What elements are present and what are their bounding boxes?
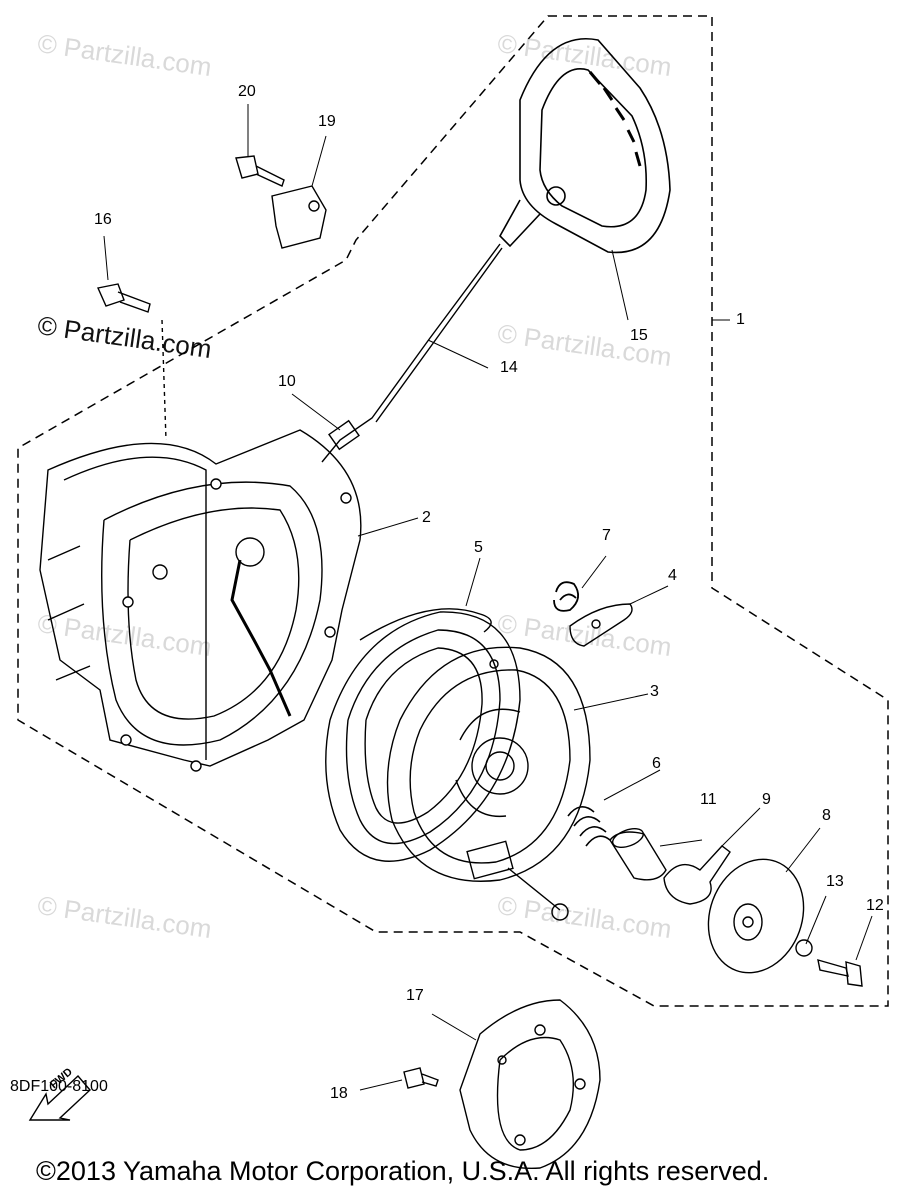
callout-10: 10: [278, 373, 296, 390]
fwd-arrow: [28, 1074, 91, 1121]
bolt-18: [403, 1067, 439, 1089]
callout-19: 19: [318, 113, 336, 130]
callout-9: 9: [762, 791, 771, 808]
callout-2: 2: [422, 509, 431, 526]
small-spring: [553, 581, 580, 612]
callout-18: 18: [330, 1085, 348, 1102]
callout-13: 13: [826, 873, 844, 890]
washer: [795, 939, 813, 957]
diagram-code: 8DF100-8100: [10, 1078, 108, 1095]
bolt-12: [817, 959, 863, 987]
drive-plate: [663, 845, 731, 905]
collar: [609, 828, 667, 881]
rope-guide: [328, 419, 360, 451]
leader-lines: [103, 104, 873, 1091]
callout-17: 17: [406, 987, 424, 1004]
rope-handle: [499, 38, 671, 254]
reel-pulley: [386, 646, 591, 921]
callout-16: 16: [94, 211, 112, 228]
callout-3: 3: [650, 683, 659, 700]
callout-1: 1: [736, 311, 745, 328]
bolt-16: [97, 283, 167, 441]
starter-case: [39, 429, 362, 772]
callout-12: 12: [866, 897, 884, 914]
copyright-notice: ©2013 Yamaha Motor Corporation, U.S.A. A…: [36, 1156, 770, 1186]
plate-19: [271, 185, 327, 249]
callout-8: 8: [822, 807, 831, 824]
spiral-spring: [325, 608, 521, 862]
callout-11: 11: [700, 791, 717, 808]
bolt-20: [235, 155, 285, 187]
cover-plate: [707, 858, 805, 974]
callout-6: 6: [652, 755, 661, 772]
callout-15: 15: [630, 327, 648, 344]
callout-7: 7: [602, 527, 611, 544]
callout-14: 14: [500, 359, 518, 376]
starter-rope: [321, 243, 501, 463]
housing-bracket: [459, 999, 601, 1170]
callout-4: 4: [668, 567, 677, 584]
callout-5: 5: [474, 539, 483, 556]
callout-20: 20: [238, 83, 256, 100]
pawl: [569, 603, 633, 647]
assembly-boundary: [17, 15, 889, 1007]
compression-spring: [567, 806, 611, 847]
